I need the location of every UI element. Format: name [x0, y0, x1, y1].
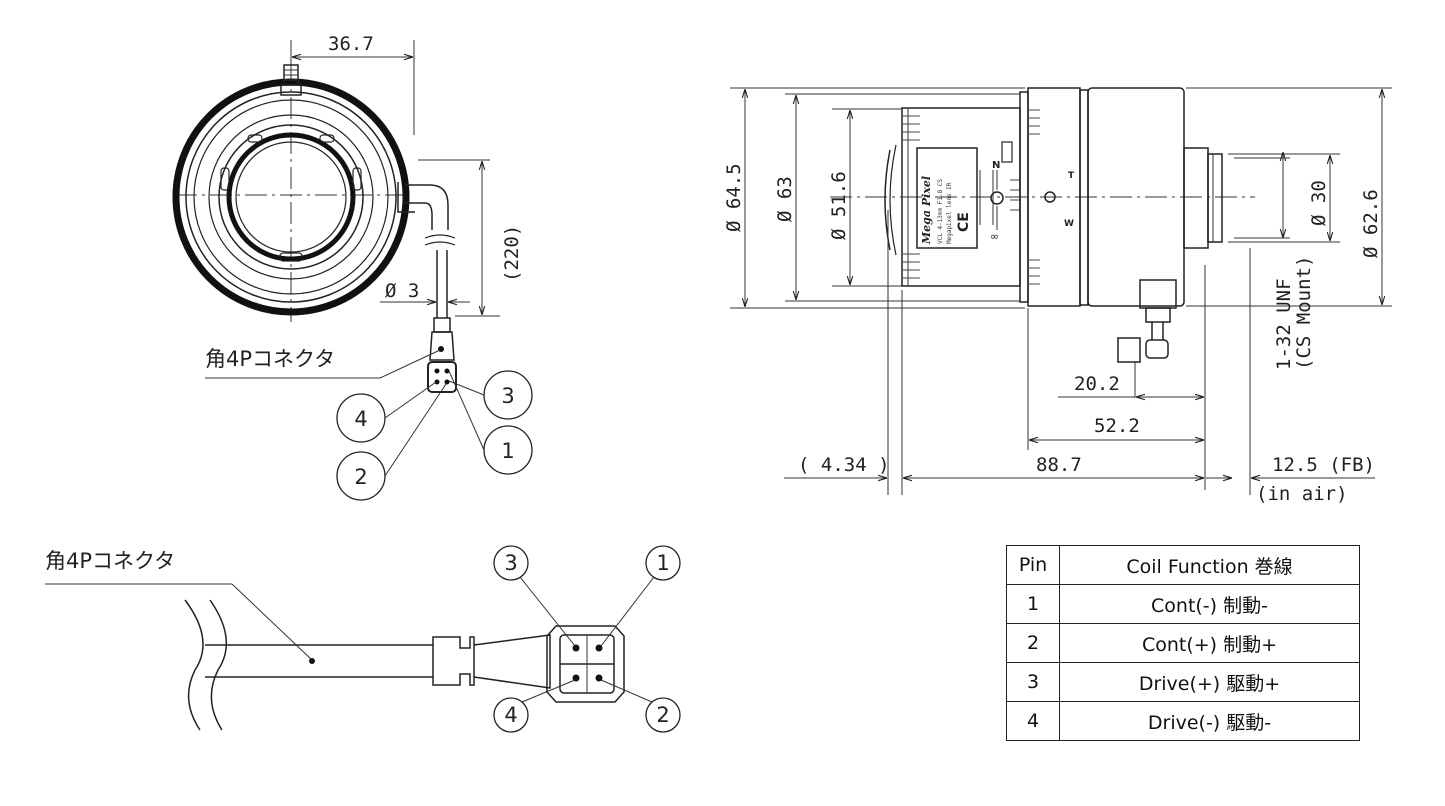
- dim-width-to-cable: 36.7: [328, 33, 374, 55]
- pin-number: 3: [1006, 662, 1060, 702]
- callout-1-bottom: 1: [656, 551, 669, 575]
- lens-far-mark: ∞: [990, 230, 999, 243]
- dim-cable-diameter: Ø 3: [385, 280, 419, 302]
- callout-2-bottom: 2: [656, 703, 669, 727]
- pin-function: Drive(+) 駆動+: [1059, 662, 1360, 702]
- svg-text:CE: CE: [956, 212, 972, 232]
- pin-function: Cont(+) 制動+: [1059, 623, 1360, 663]
- table-row: 4 Drive(-) 駆動-: [1006, 701, 1360, 741]
- pin-function: Drive(-) 駆動-: [1059, 701, 1360, 741]
- dim-front-diameter: Ø 51.6: [828, 171, 850, 240]
- side-dimensions: Ø 64.5 Ø 63 Ø 51.6 Ø 30 Ø 62.6 1-32 UNF …: [723, 87, 1392, 505]
- dim-cable-exit: 20.2: [1074, 373, 1120, 395]
- dim-flange-back: 12.5 (FB): [1272, 454, 1375, 476]
- svg-text:Megapixel lens IR: Megapixel lens IR: [946, 182, 953, 244]
- connector-label-top: 角4Pコネクタ: [205, 347, 335, 371]
- side-view: Mega Pixel VCL 4-13mm F1.8 CS Megapixel …: [830, 87, 1255, 363]
- dim-front-protrusion: ( 4.34 ): [798, 454, 890, 476]
- dim-rear-diameter: Ø 62.6: [1360, 189, 1382, 258]
- lens-wide-mark: W: [1064, 219, 1074, 229]
- front-view: [172, 62, 457, 393]
- pin-function: Cont(-) 制動-: [1059, 584, 1360, 624]
- dim-overall-length: 88.7: [1036, 454, 1082, 476]
- dim-cable-length: (220): [501, 225, 523, 282]
- table-row: 2 Cont(+) 制動+: [1006, 623, 1360, 663]
- table-row: 3 Drive(+) 駆動+: [1006, 662, 1360, 702]
- pin-number: 4: [1006, 701, 1060, 741]
- callout-2-top: 2: [354, 465, 367, 489]
- dim-connector-pos: 52.2: [1094, 415, 1140, 437]
- dim-mount-thread: 1-32 UNF: [1273, 278, 1295, 370]
- dim-outer-diameter: Ø 64.5: [723, 163, 745, 232]
- dim-mount-type: (CS Mount): [1293, 256, 1315, 370]
- lens-brand-text: Mega Pixel: [920, 176, 933, 245]
- callout-4-bottom: 4: [504, 703, 517, 727]
- header-pin: Pin: [1006, 545, 1060, 585]
- pin-number: 1: [1006, 584, 1060, 624]
- callout-1-top: 1: [501, 439, 514, 463]
- connector-callouts-top: 角4Pコネクタ 3 1 4 2: [205, 347, 533, 501]
- callout-3-bottom: 3: [504, 551, 517, 575]
- front-dimensions: 36.7 (220) Ø 3: [290, 33, 523, 317]
- callout-4-top: 4: [354, 407, 367, 431]
- dim-mount-diameter: Ø 30: [1308, 180, 1330, 226]
- lens-tele-mark: T: [1068, 171, 1075, 181]
- pin-number: 2: [1006, 623, 1060, 663]
- pin-function-table: Pin Coil Function 巻線 1 Cont(-) 制動- 2 Con…: [1006, 545, 1360, 741]
- connector-detail: 角4Pコネクタ 3 1 4 2: [45, 545, 681, 733]
- table-row: 1 Cont(-) 制動-: [1006, 584, 1360, 624]
- dim-flange-back-note: (in air): [1256, 483, 1348, 505]
- callout-3-top: 3: [501, 384, 514, 408]
- header-coil-function: Coil Function 巻線: [1059, 545, 1360, 585]
- lens-near-mark: N: [992, 160, 1000, 171]
- dim-body-diameter: Ø 63: [774, 176, 796, 222]
- table-header-row: Pin Coil Function 巻線: [1006, 545, 1360, 585]
- svg-text:VCL 4-13mm F1.8 CS: VCL 4-13mm F1.8 CS: [937, 179, 944, 244]
- connector-label-bottom: 角4Pコネクタ: [45, 549, 175, 573]
